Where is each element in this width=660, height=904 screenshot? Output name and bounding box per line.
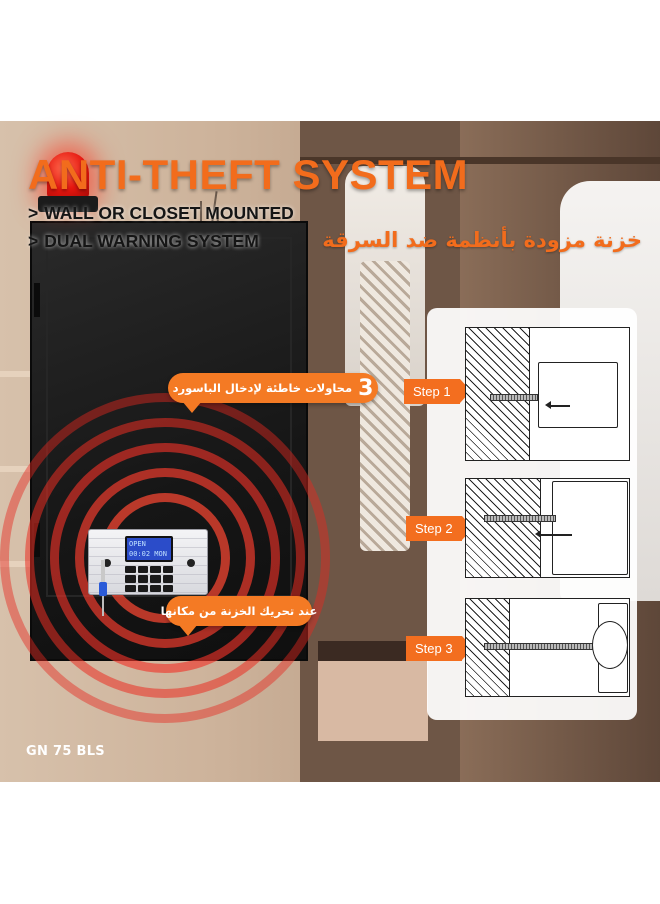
hanging-dress	[360, 261, 410, 551]
keyhole-icon	[103, 559, 111, 567]
callout-wrong-attempts: 3 محاولات خاطئة لإدخال الباسورد	[168, 373, 378, 403]
shelf	[0, 561, 40, 567]
shelf	[0, 371, 40, 377]
step-label: Step 2	[406, 516, 473, 541]
feature-bullet: >WALL OR CLOSET MOUNTED	[28, 203, 294, 223]
arabic-subtitle: خزنة مزودة بأنظمة ضد السرقة	[322, 228, 642, 252]
lcd-status: OPEN	[129, 540, 146, 548]
safe-door	[46, 237, 292, 597]
keyhole-icon	[187, 559, 195, 567]
step-label: Step 1	[404, 379, 471, 404]
chevron-right-icon: >	[28, 231, 39, 251]
shelf	[0, 466, 40, 472]
keypad-panel: OPEN 00:02 MON	[88, 529, 208, 595]
model-label: GN 75 BLS	[26, 744, 105, 759]
callout-on-move: عند تحريك الخزنة من مكانها	[161, 596, 317, 626]
callout-pointer	[182, 401, 202, 413]
siren-icon	[38, 152, 98, 214]
lcd-time: 00:02 MON	[129, 550, 167, 558]
headline-title: ANTI-THEFT SYSTEM	[28, 151, 469, 198]
chevron-right-icon: >	[28, 203, 39, 223]
step-3-diagram	[465, 598, 630, 697]
step-2-diagram	[465, 478, 630, 578]
clothes-rail	[300, 157, 660, 164]
callout-text: محاولات خاطئة لإدخال الباسورد	[172, 381, 353, 395]
safe-hinge	[34, 283, 40, 317]
keypad	[125, 566, 173, 592]
callout-text: عند تحريك الخزنة من مكانها	[160, 604, 318, 618]
callout-number: 3	[358, 375, 374, 401]
feature-bullet: >DUAL WARNING SYSTEM	[28, 231, 259, 251]
safe-body	[30, 221, 308, 661]
callout-pointer	[178, 624, 198, 636]
step-label: Step 3	[406, 636, 473, 661]
rotate-arrow-icon	[592, 621, 628, 669]
safe-hinge	[34, 523, 40, 557]
step-1-diagram	[465, 327, 630, 461]
lcd-display: OPEN 00:02 MON	[125, 536, 173, 562]
key-icon	[99, 560, 107, 616]
